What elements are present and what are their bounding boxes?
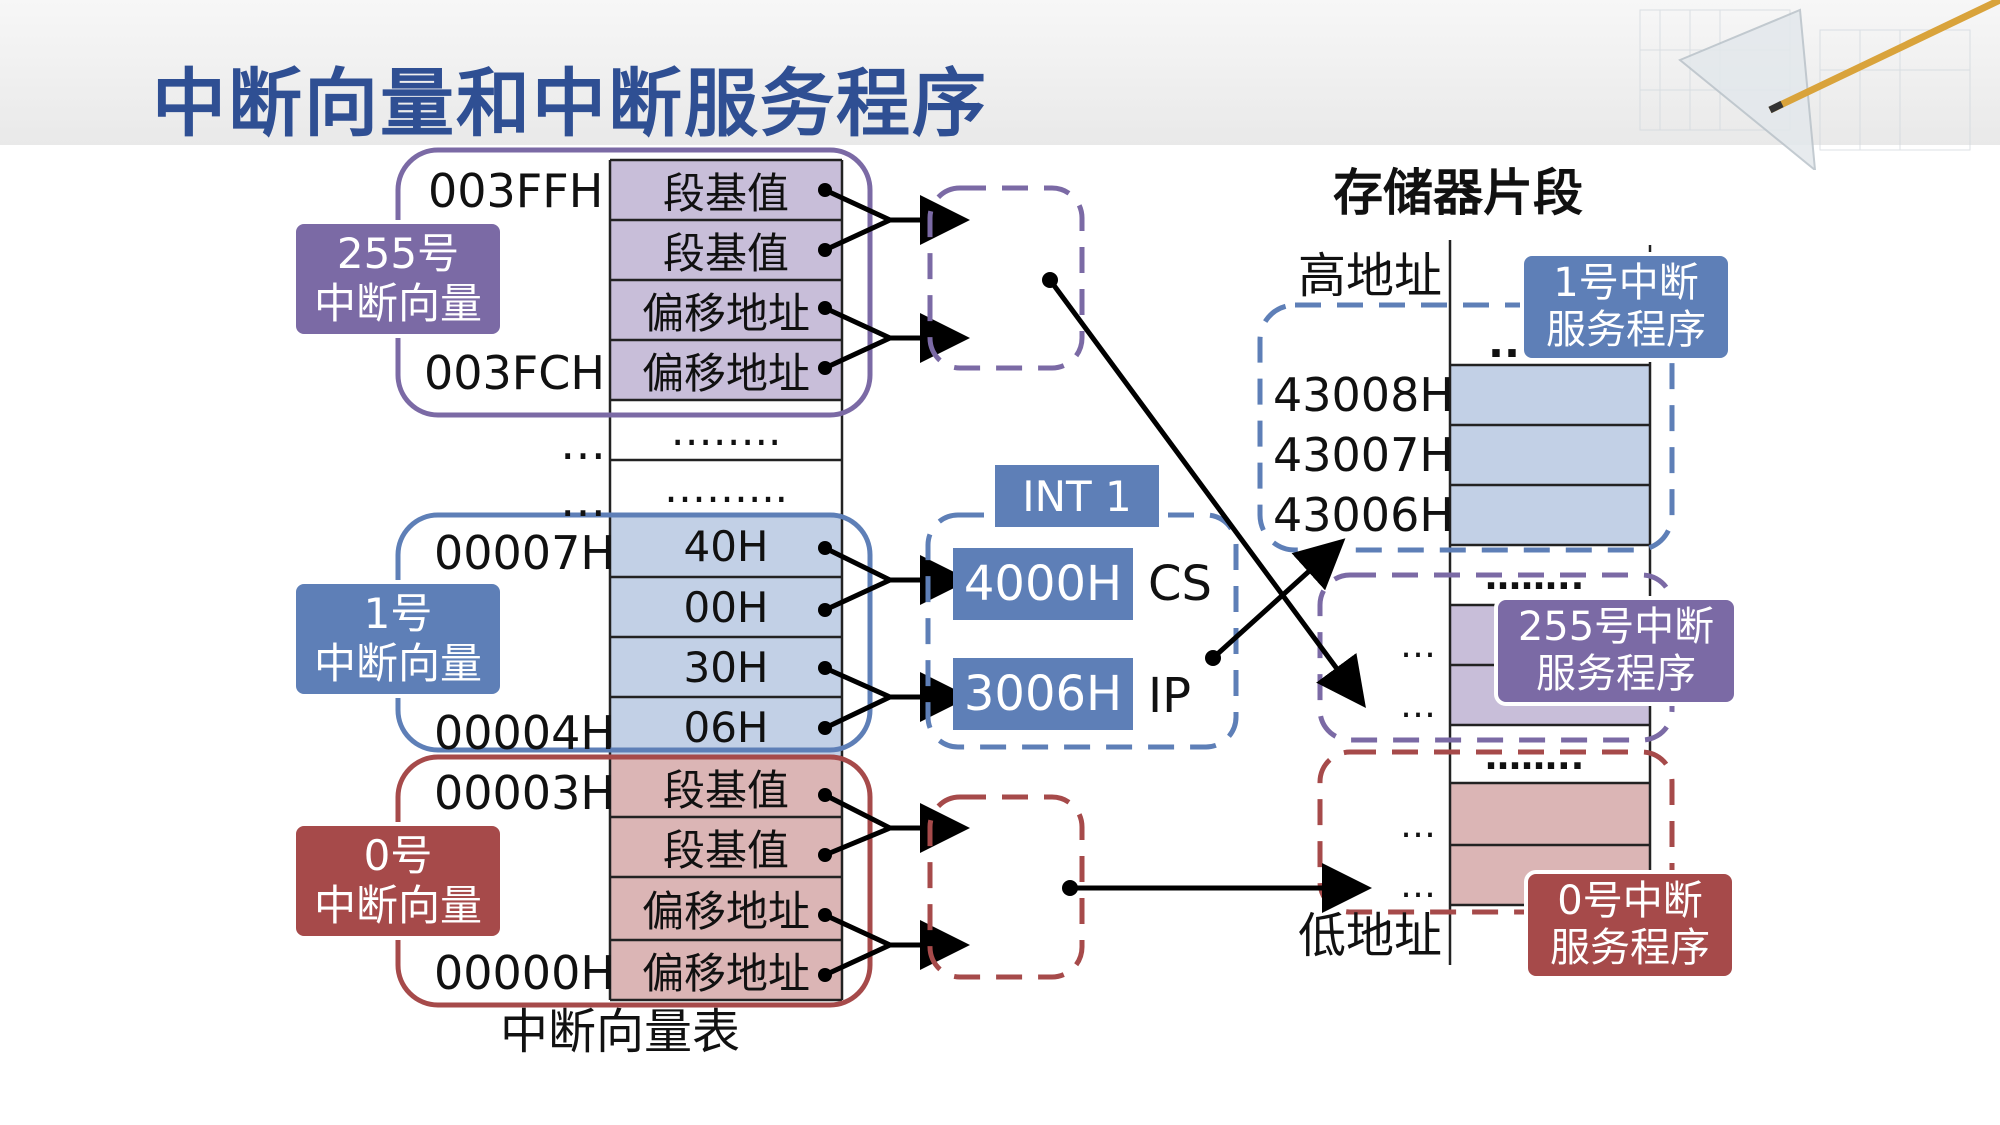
isr1-tag-line2: 服务程序: [1546, 307, 1706, 353]
mem-addr-1: 43007H: [1273, 428, 1454, 482]
isr255-tag-line2: 服务程序: [1536, 651, 1696, 697]
v1-tag-line1: 1号: [363, 589, 433, 639]
v255-cell-0: 段基值: [662, 168, 789, 218]
vector-table: [608, 158, 844, 1002]
mem-addr-0: 43008H: [1273, 368, 1454, 422]
v1-tag-line2: 中断向量: [313, 639, 482, 688]
mem-dots-top: ..: [1488, 318, 1520, 367]
gap-cell-1: ……...: [663, 463, 789, 512]
v255-tag: 255号 中断向量: [292, 220, 504, 338]
v1-cell-0: 40H: [683, 521, 769, 571]
v1-tag: 1号 中断向量: [292, 580, 504, 698]
v255-tag-line2: 中断向量: [313, 279, 482, 328]
v0-addr-top: 00003H: [434, 766, 615, 820]
mem-ellipsis-2: …: [1400, 685, 1436, 726]
v1-addr-top: 00007H: [434, 526, 615, 580]
v1-cell-3: 06H: [683, 702, 769, 752]
v255-tag-line1: 255号: [336, 229, 460, 279]
drafting-decoration: [1639, 0, 2000, 170]
v255-target-box: [927, 185, 1085, 371]
isr0-tag: 0号中断 服务程序: [1524, 870, 1736, 980]
mem-dots-mid: ……..: [1485, 557, 1585, 598]
v0-tag-line1: 0号: [363, 831, 433, 881]
v0-cell-0: 段基值: [662, 765, 789, 815]
ip-value: 3006H: [953, 658, 1133, 730]
mem-ellipsis-3: …: [1400, 805, 1436, 846]
isr0-tag-line1: 0号中断: [1557, 877, 1703, 924]
ip-name: IP: [1148, 668, 1192, 724]
v255-addr-bottom: 003FCH: [424, 346, 605, 400]
gap-addr-1: …: [560, 416, 606, 470]
merge-arrows: [823, 187, 970, 978]
v1-cell-1: 00H: [683, 582, 769, 632]
isr0-outline: [1317, 749, 1675, 915]
high-address-label: 高地址: [1298, 248, 1443, 304]
isr1-tag: 1号中断 服务程序: [1520, 252, 1732, 362]
v0-tag: 0号 中断向量: [292, 822, 504, 940]
int1-register-box: [925, 512, 1239, 750]
mem-ellipsis-1: …: [1400, 625, 1436, 666]
v0-target-box: [927, 794, 1085, 980]
v255-cell-3: 偏移地址: [641, 348, 810, 398]
mem-dots-low: ……..: [1485, 737, 1585, 778]
isr255-tag: 255号中断 服务程序: [1494, 596, 1738, 706]
v255-addr-top: 003FFH: [428, 164, 604, 218]
header-band: [0, 0, 2000, 145]
v255-cell-1: 段基值: [662, 228, 789, 278]
int1-label: INT 1: [992, 462, 1162, 530]
vector-table-caption: 中断向量表: [500, 1004, 741, 1060]
isr1-tag-line1: 1号中断: [1553, 259, 1699, 306]
gap-addr-2: …: [560, 473, 606, 527]
v0-addr-bottom: 00000H: [434, 946, 615, 1000]
isr255-tag-line1: 255号中断: [1517, 603, 1715, 650]
isr0-tag-line2: 服务程序: [1550, 925, 1710, 971]
v0-cell-1: 段基值: [662, 825, 789, 875]
v0-cell-2: 偏移地址: [641, 887, 810, 936]
v0-tag-line2: 中断向量: [313, 881, 482, 930]
mem-ellipsis-4: …: [1400, 865, 1436, 906]
v0-cell-3: 偏移地址: [641, 948, 810, 998]
pointer-arrows: [1047, 278, 1372, 913]
v255-cell-2: 偏移地址: [641, 288, 810, 338]
gap-cell-0: ……..: [670, 405, 782, 455]
v1-cell-2: 30H: [683, 642, 769, 692]
cs-name: CS: [1148, 556, 1212, 612]
v1-addr-bottom: 00004H: [434, 706, 615, 760]
page-title: 中断向量和中断服务程序: [152, 61, 988, 147]
v0-cells-bg: [610, 757, 842, 1000]
mem-addr-2: 43006H: [1273, 488, 1454, 542]
isr1-outline: [1257, 302, 1675, 553]
low-address-label: 低地址: [1298, 908, 1443, 964]
memory-title: 存储器片段: [1333, 164, 1583, 222]
cs-value: 4000H: [953, 548, 1133, 620]
